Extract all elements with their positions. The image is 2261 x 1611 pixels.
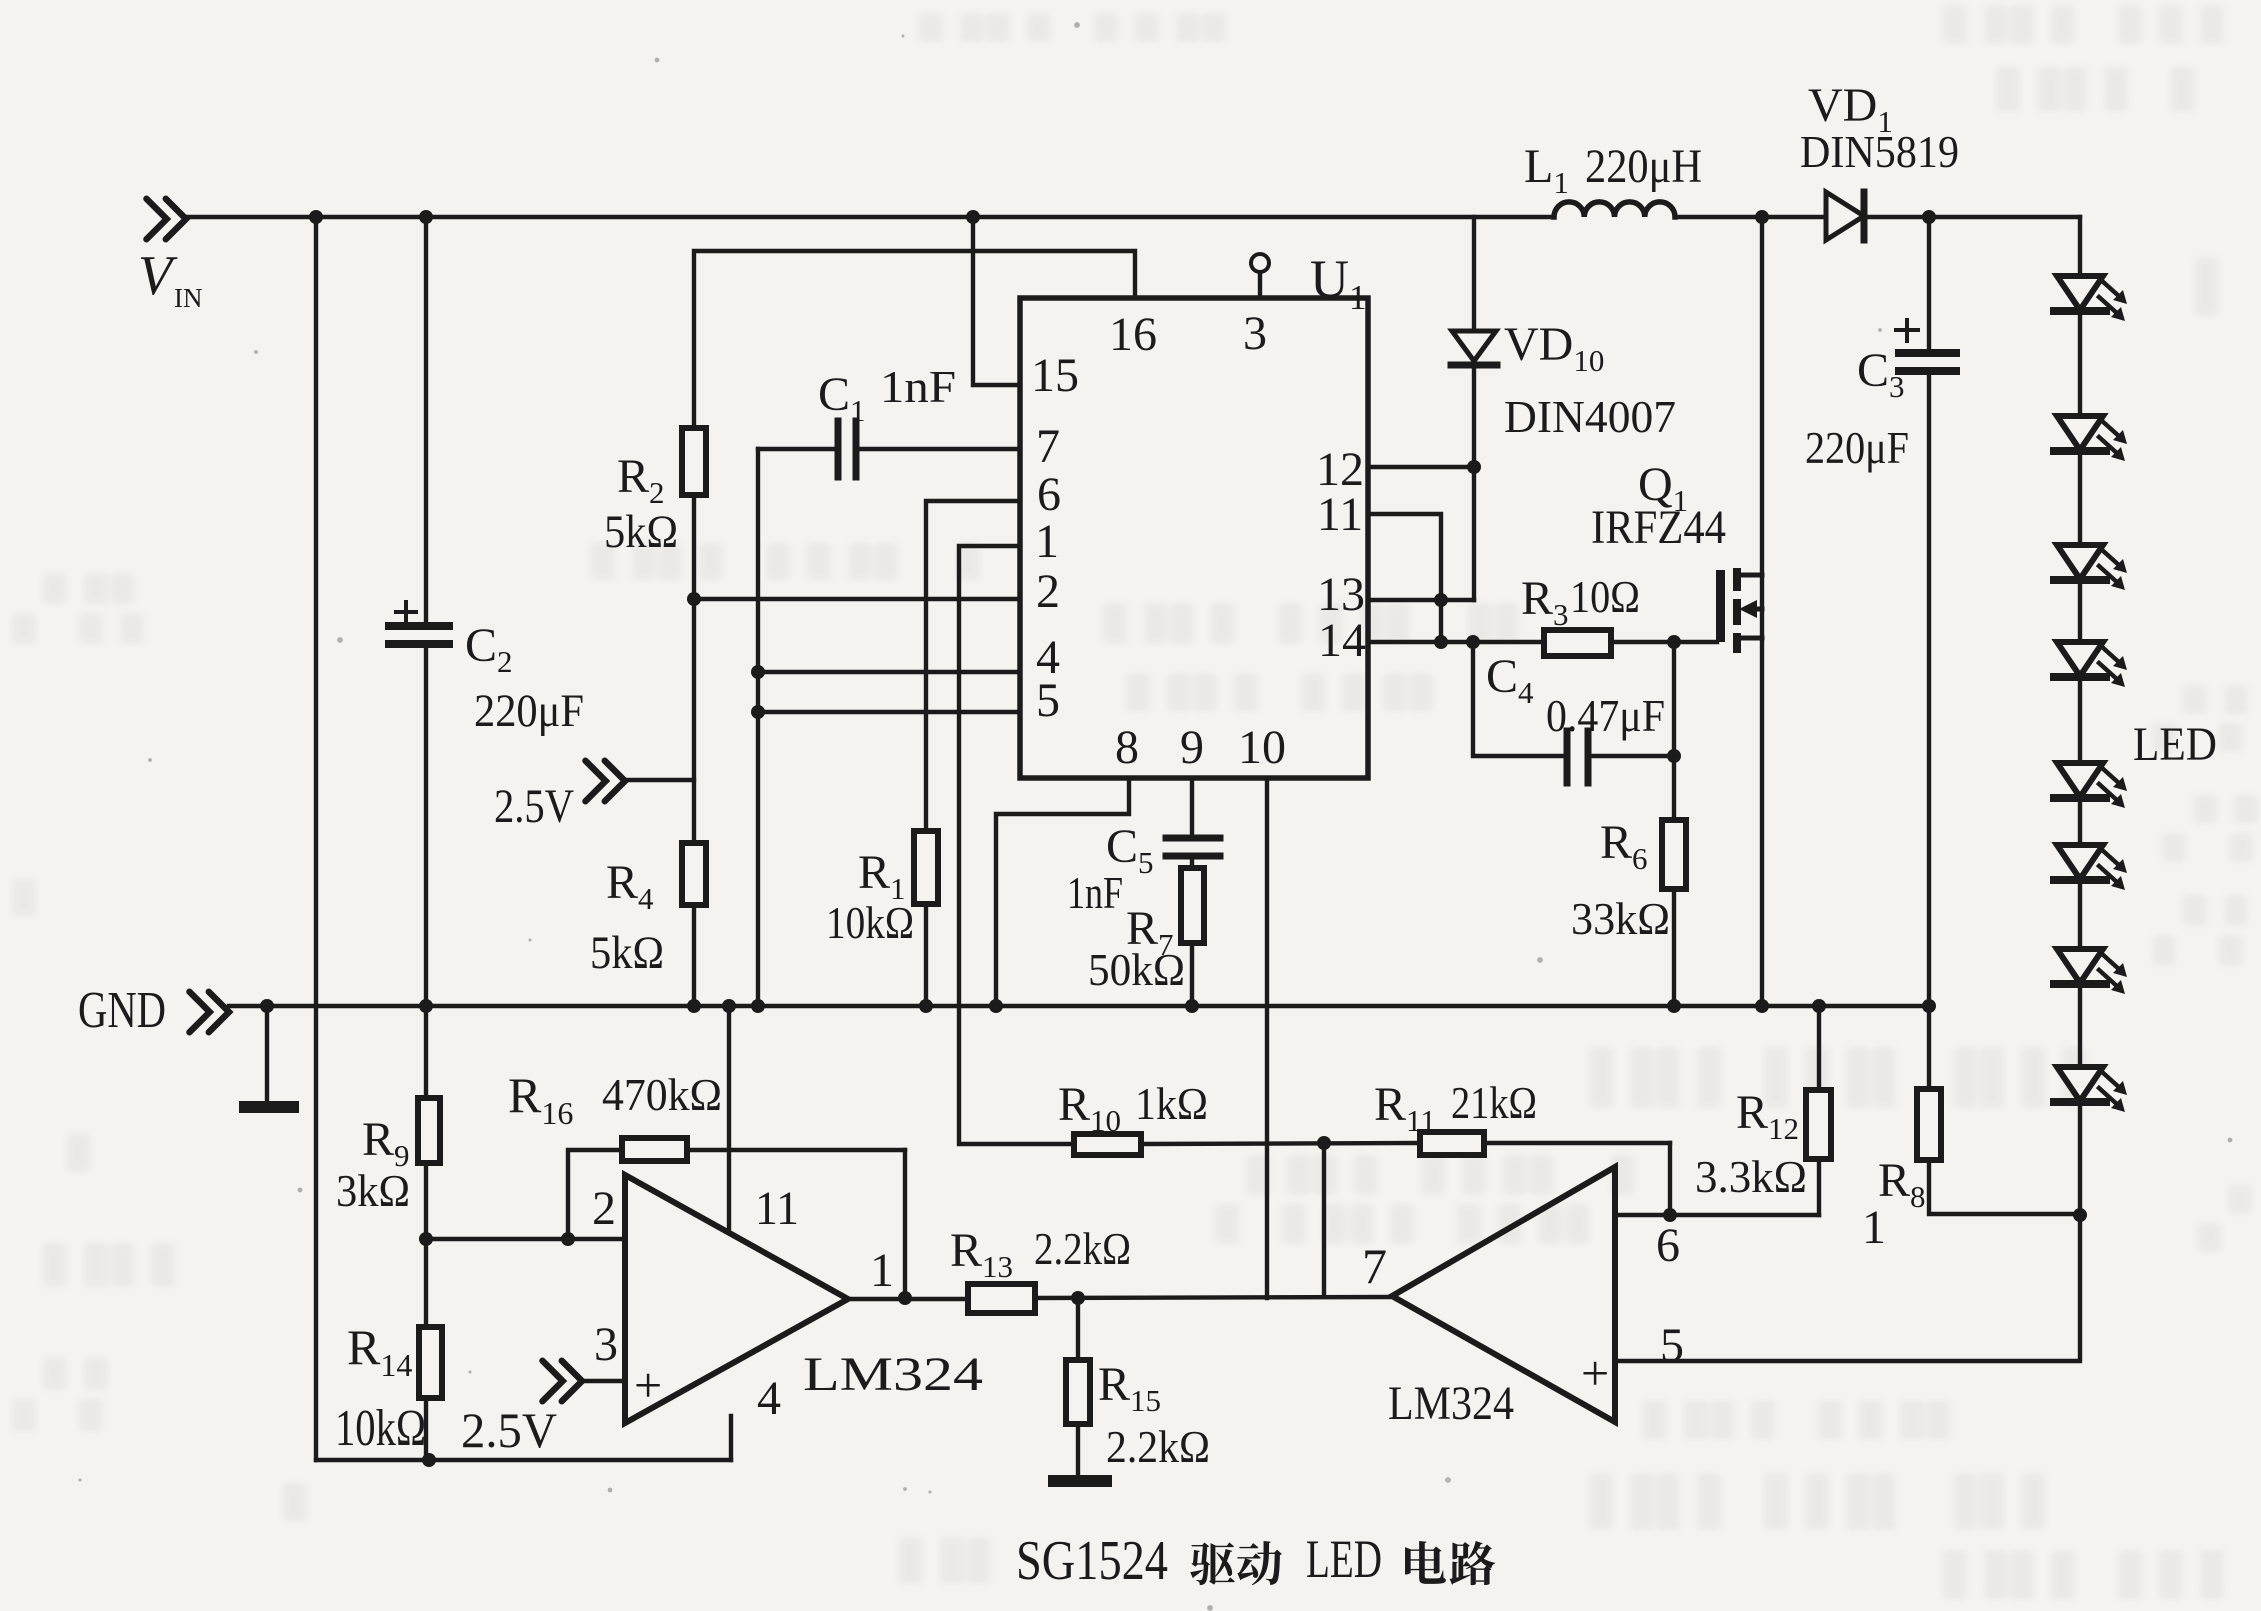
- svg-text:470kΩ: 470kΩ: [602, 1069, 722, 1120]
- svg-text:5kΩ: 5kΩ: [604, 506, 678, 558]
- svg-text:11: 11: [1317, 488, 1363, 541]
- svg-text:12: 12: [1316, 443, 1364, 496]
- svg-text:16: 16: [1109, 308, 1157, 361]
- svg-text:GND: GND: [78, 982, 166, 1039]
- svg-text:10kΩ: 10kΩ: [335, 1400, 426, 1457]
- svg-text:13: 13: [1317, 568, 1365, 621]
- svg-text:2: 2: [1036, 565, 1060, 618]
- svg-text:10Ω: 10Ω: [1570, 571, 1640, 622]
- svg-text:2.2kΩ: 2.2kΩ: [1034, 1223, 1131, 1274]
- svg-text:15: 15: [1031, 349, 1079, 402]
- svg-text:6: 6: [1656, 1219, 1680, 1272]
- svg-text:4: 4: [757, 1372, 781, 1425]
- svg-text:R9: R9: [362, 1113, 410, 1173]
- svg-text:5: 5: [1660, 1319, 1684, 1372]
- svg-text:R10: R10: [1058, 1078, 1121, 1138]
- svg-text:5kΩ: 5kΩ: [590, 927, 664, 979]
- svg-text:1: 1: [1862, 1201, 1886, 1254]
- svg-text:2.5V: 2.5V: [461, 1402, 557, 1458]
- svg-text:220μF: 220μF: [1805, 423, 1909, 473]
- svg-text:2.2kΩ: 2.2kΩ: [1106, 1421, 1210, 1472]
- svg-text:DIN4007: DIN4007: [1504, 391, 1676, 442]
- svg-text:2: 2: [592, 1182, 616, 1235]
- svg-text:11: 11: [755, 1182, 799, 1235]
- svg-text:R15: R15: [1098, 1358, 1161, 1418]
- svg-text:0.47μF: 0.47μF: [1546, 690, 1665, 741]
- svg-text:LM324: LM324: [1388, 1377, 1514, 1430]
- svg-text:1nF: 1nF: [880, 361, 956, 412]
- svg-text:V: V: [138, 245, 178, 307]
- svg-text:220μH: 220μH: [1585, 140, 1702, 193]
- svg-text:R3: R3: [1521, 572, 1569, 632]
- svg-text:R13: R13: [950, 1224, 1013, 1284]
- svg-text:+: +: [1581, 1345, 1609, 1401]
- svg-text:LM324: LM324: [803, 1348, 983, 1401]
- svg-text:10kΩ: 10kΩ: [826, 897, 914, 948]
- svg-text:9: 9: [1180, 721, 1204, 774]
- svg-text:8: 8: [1115, 721, 1139, 774]
- svg-text:C1: C1: [818, 368, 866, 428]
- svg-text:IRFZ44: IRFZ44: [1591, 501, 1726, 554]
- svg-text:6: 6: [1037, 468, 1061, 521]
- svg-text:21kΩ: 21kΩ: [1451, 1077, 1537, 1128]
- svg-text:3: 3: [594, 1318, 618, 1371]
- svg-text:3.3kΩ: 3.3kΩ: [1695, 1151, 1807, 1202]
- svg-text:3: 3: [1243, 307, 1267, 360]
- svg-text:7: 7: [1362, 1238, 1387, 1294]
- svg-text:IN: IN: [174, 283, 203, 313]
- svg-text:7: 7: [1036, 420, 1060, 473]
- svg-text:LED: LED: [2133, 718, 2217, 771]
- svg-text:SG1524: SG1524: [1016, 1530, 1168, 1592]
- svg-text:50kΩ: 50kΩ: [1088, 944, 1185, 995]
- svg-text:1: 1: [870, 1244, 894, 1297]
- svg-text:LED: LED: [1306, 1529, 1382, 1589]
- svg-text:1: 1: [1035, 515, 1059, 568]
- svg-text:220μF: 220μF: [474, 685, 584, 737]
- svg-text:33kΩ: 33kΩ: [1571, 893, 1670, 944]
- svg-text:14: 14: [1318, 614, 1366, 667]
- svg-text:2.5V: 2.5V: [494, 780, 574, 833]
- svg-text:10: 10: [1238, 721, 1286, 774]
- svg-text:5: 5: [1036, 674, 1060, 727]
- svg-text:1nF: 1nF: [1067, 867, 1123, 918]
- svg-text:+: +: [634, 1357, 662, 1413]
- svg-text:DIN5819: DIN5819: [1800, 126, 1959, 177]
- svg-text:4: 4: [1036, 631, 1060, 684]
- svg-text:3kΩ: 3kΩ: [336, 1165, 410, 1216]
- svg-text:1kΩ: 1kΩ: [1135, 1078, 1208, 1129]
